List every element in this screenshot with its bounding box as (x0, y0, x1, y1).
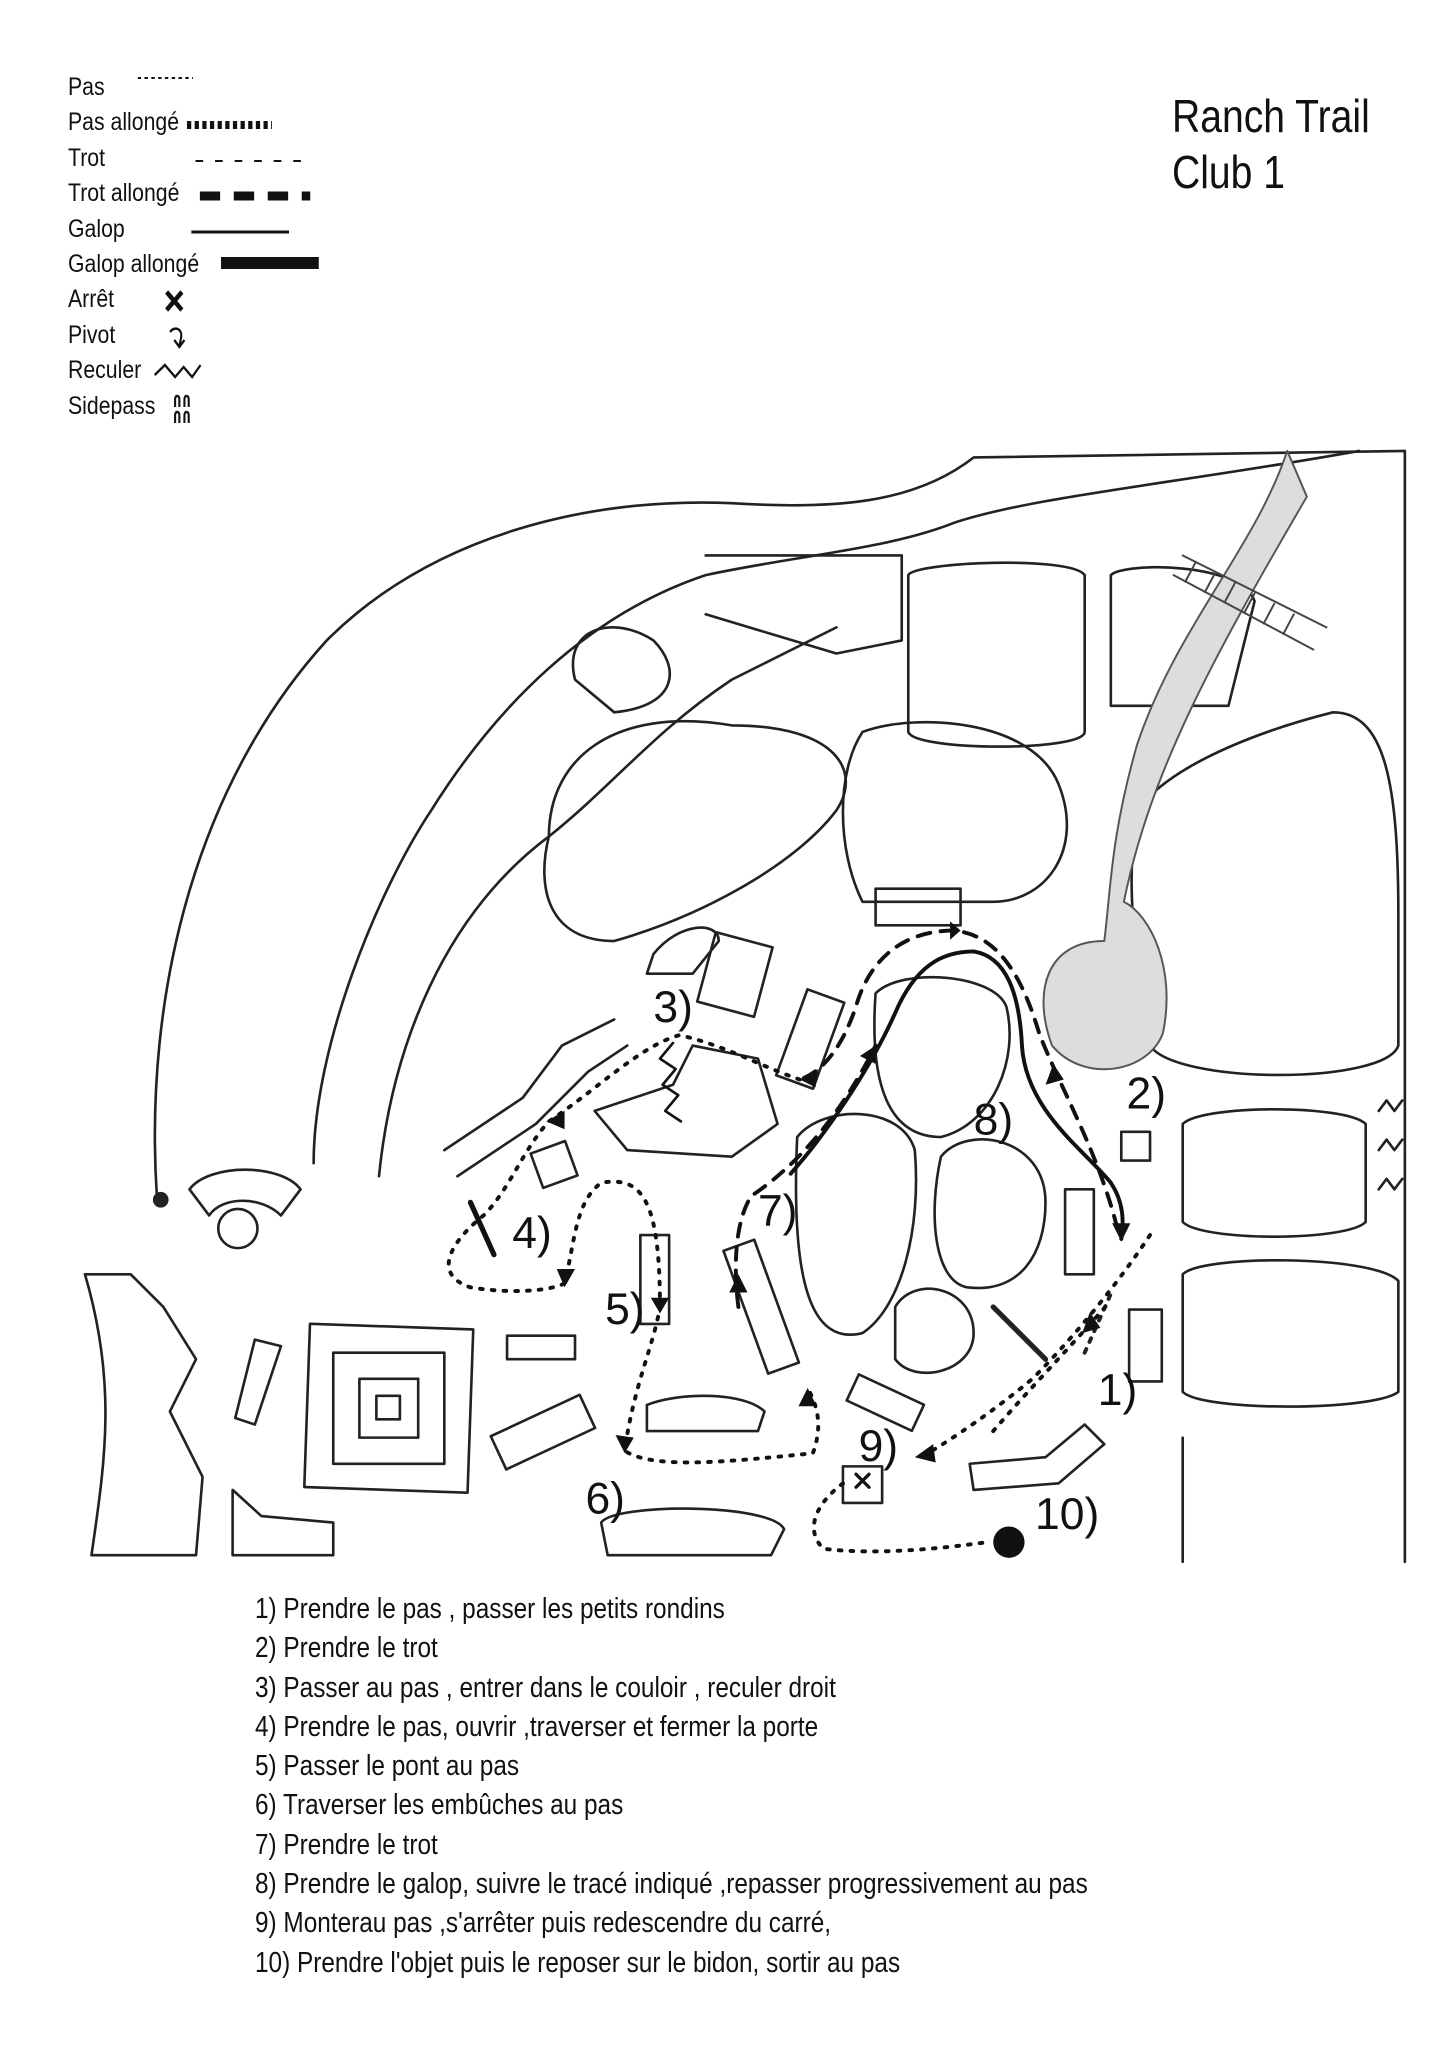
legend-item: Trot (68, 141, 323, 176)
page-title: Ranch Trail Club 1 (1172, 88, 1370, 200)
legend-label: Pas (68, 73, 105, 101)
legend-label: Galop allongé (68, 249, 200, 278)
legend-label: Trot allongé (68, 179, 180, 208)
map-label-7: 7) (758, 1187, 798, 1236)
legend-item: Arrêt (68, 282, 323, 317)
map-label-1: 1) (1098, 1366, 1138, 1415)
sidepass-icon (174, 394, 190, 423)
instruction-step: 10) Prendre l'objet puis le reposer sur … (255, 1946, 901, 1979)
legend-item: Pas allongé (68, 105, 323, 140)
pivot-arrow-icon (169, 327, 186, 349)
zigzag-icon (154, 363, 202, 379)
title-line-1: Ranch Trail (1172, 90, 1370, 142)
legend-label: Sidepass (68, 391, 156, 420)
legend-item: Pas (68, 70, 323, 105)
legend: Pas Pas allongé Trot Trot allongé Galop … (68, 70, 368, 424)
dashed-line-icon (195, 159, 307, 162)
legend-item: Trot allongé (68, 176, 323, 211)
step-labels: 1) 2) 3) 4) 5) 6) 7) 8) 9) 10) (512, 983, 1166, 1539)
legend-item: Galop allongé (68, 247, 323, 282)
dirt-path (1042, 449, 1308, 1071)
map-label-2: 2) (1127, 1069, 1167, 1118)
map-label-5: 5) (605, 1285, 645, 1334)
x-mark-icon (165, 290, 184, 313)
instruction-step: 5) Passer le pont au pas (255, 1750, 520, 1783)
legend-item: Reculer (68, 353, 323, 388)
legend-label: Reculer (68, 356, 142, 385)
instruction-step: 9) Monterau pas ,s'arrêter puis redescen… (255, 1907, 832, 1940)
legend-label: Galop (68, 214, 125, 243)
bridge (1172, 554, 1328, 651)
instruction-step: 1) Prendre le pas , passer les petits ro… (255, 1593, 725, 1625)
legend-item: Pivot (68, 318, 323, 353)
instruction-step: 6) Traverser les embûches au pas (255, 1789, 624, 1822)
instruction-step: 3) Passer au pas , entrer dans le couloi… (255, 1671, 836, 1704)
terrain (83, 449, 1407, 1564)
fine-dotted-line-icon (137, 77, 193, 79)
map-label-8: 8) (974, 1095, 1014, 1144)
instruction-step: 8) Prendre le galop, suivre le tracé ind… (255, 1868, 1088, 1901)
end-marker (993, 1526, 1025, 1558)
map-label-3: 3) (653, 983, 693, 1032)
bold-dotted-line-icon (187, 121, 273, 130)
legend-item: Galop (68, 212, 323, 247)
map-label-4: 4) (512, 1209, 552, 1258)
title-line-2: Club 1 (1172, 146, 1286, 198)
course-route (446, 928, 1152, 1554)
legend-label: Trot (68, 143, 106, 172)
legend-label: Pivot (68, 320, 116, 349)
map-label-9: 9) (859, 1422, 899, 1471)
solid-line-icon (191, 230, 290, 234)
map-label-6: 6) (585, 1474, 625, 1523)
bold-solid-line-icon (221, 256, 319, 269)
instruction-step: 4) Prendre le pas, ouvrir ,traverser et … (255, 1710, 819, 1743)
instructions-list: 1) Prendre le pas , passer les petits ro… (255, 1590, 1088, 1983)
route-arrows (546, 921, 1131, 1463)
legend-label: Arrêt (68, 285, 115, 314)
bold-dashed-line-icon (199, 191, 311, 201)
legend-item: Sidepass (68, 389, 323, 424)
instruction-step: 2) Prendre le trot (255, 1632, 438, 1665)
map-label-10: 10) (1035, 1490, 1099, 1539)
legend-label: Pas allongé (68, 108, 180, 137)
instruction-step: 7) Prendre le trot (255, 1828, 438, 1861)
